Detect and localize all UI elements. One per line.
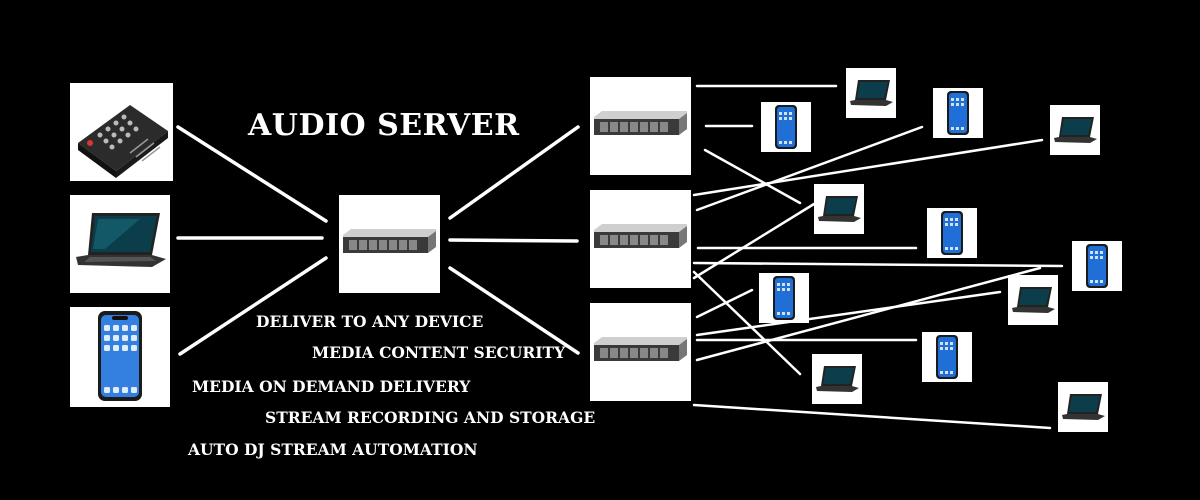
feature-label: AUTO DJ STREAM AUTOMATION <box>188 440 478 459</box>
smartphone-icon <box>775 105 797 149</box>
laptop-icon <box>76 213 166 267</box>
client-phone <box>761 102 811 152</box>
distribution-server-2 <box>590 190 691 288</box>
edge-main-to-server-1 <box>448 125 580 220</box>
main-audio-server <box>339 195 440 293</box>
client-laptop <box>1050 105 1100 155</box>
smartphone-icon <box>773 276 795 320</box>
edge-server-to-client <box>692 261 1064 268</box>
source-laptop <box>70 195 170 293</box>
audio-mixer-icon <box>78 105 168 178</box>
rack-server-icon <box>594 224 687 248</box>
edge-main-to-server-2 <box>448 238 579 243</box>
client-phone <box>933 88 983 138</box>
distribution-server-3 <box>590 303 691 401</box>
source-mixer <box>70 83 173 181</box>
edge-server-to-client <box>695 266 1042 362</box>
rack-server-icon <box>594 111 687 135</box>
edge-server-to-client <box>695 288 754 319</box>
client-phone <box>759 273 809 323</box>
smartphone-icon <box>947 91 969 135</box>
edge-mixer-to-main <box>176 125 328 223</box>
feature-label: MEDIA ON DEMAND DELIVERY <box>192 377 471 396</box>
smartphone-icon <box>941 211 963 255</box>
edge-server-to-client <box>692 403 1052 430</box>
smartphone-icon <box>98 311 142 401</box>
laptop-icon <box>1012 287 1055 313</box>
edge-main-to-server-3 <box>448 266 580 355</box>
edge-server-to-client <box>692 270 802 376</box>
edge-server-to-client <box>703 148 802 205</box>
rack-server-icon <box>343 229 436 253</box>
edge-server-to-client <box>695 290 1002 337</box>
feature-label: STREAM RECORDING AND STORAGE <box>265 408 596 427</box>
smartphone-icon <box>1086 244 1108 288</box>
laptop-icon <box>816 366 859 392</box>
distribution-server-1 <box>590 77 691 175</box>
feature-label: DELIVER TO ANY DEVICE <box>256 312 484 331</box>
rack-server-icon <box>594 337 687 361</box>
client-laptop <box>814 184 864 234</box>
client-laptop <box>812 354 862 404</box>
smartphone-icon <box>936 335 958 379</box>
client-laptop <box>846 68 896 118</box>
client-phone <box>922 332 972 382</box>
laptop-icon <box>850 80 893 106</box>
laptop-icon <box>1062 394 1105 420</box>
source-phone <box>70 307 170 407</box>
client-phone <box>927 208 977 258</box>
edge-server-to-client <box>692 202 816 280</box>
diagram-title: AUDIO SERVER <box>248 108 520 143</box>
edge-server-to-client <box>695 125 924 212</box>
client-laptop <box>1058 382 1108 432</box>
edge-server-to-client <box>692 138 1044 197</box>
feature-label: MEDIA CONTENT SECURITY <box>312 343 566 362</box>
edge-phone-to-main <box>178 256 328 356</box>
laptop-icon <box>1054 117 1097 143</box>
client-laptop <box>1008 275 1058 325</box>
client-phone <box>1072 241 1122 291</box>
laptop-icon <box>818 196 861 222</box>
